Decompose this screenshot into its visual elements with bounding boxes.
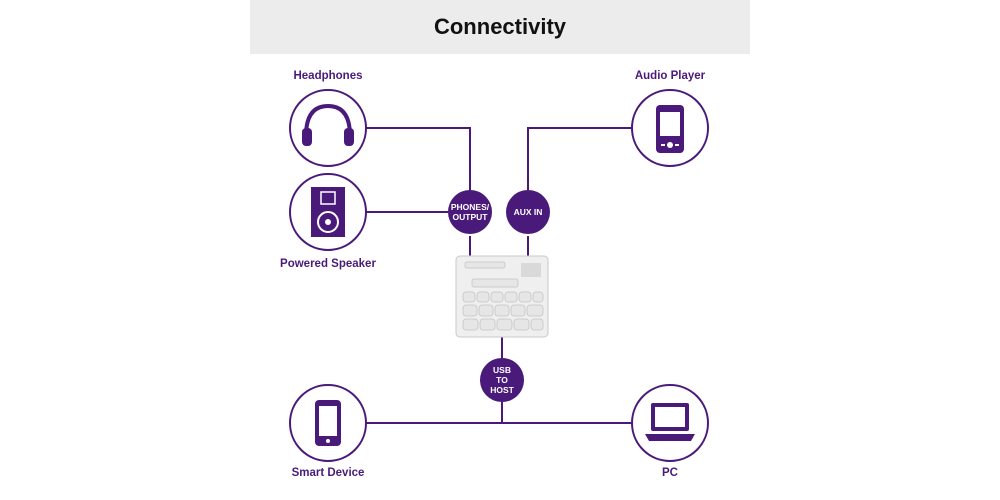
- phones-output-port-badge: PHONES/ OUTPUT: [448, 190, 492, 234]
- headphones-icon: [302, 103, 354, 146]
- laptop-icon: [645, 403, 695, 441]
- line-headphones: [366, 127, 471, 190]
- page-title: Connectivity: [433, 14, 567, 39]
- audio-player-icon: [656, 105, 684, 153]
- smart-device-label: Smart Device: [291, 467, 365, 479]
- title-bar: Connectivity: [250, 0, 750, 54]
- phones-output-label: PHONES/ OUTPUT: [450, 202, 490, 222]
- pc-label: PC: [662, 467, 678, 479]
- powered-speaker-label: Powered Speaker: [280, 258, 376, 270]
- headphones-circle: [289, 89, 367, 167]
- line-audio-player: [527, 127, 632, 190]
- connection-lines: [366, 127, 632, 424]
- keyboard-device: [455, 255, 549, 338]
- aux-in-port-badge: AUX IN: [506, 190, 550, 234]
- headphones-label: Headphones: [293, 70, 363, 82]
- speaker-icon: [311, 187, 345, 237]
- usb-to-host-port-badge: USB TO HOST: [480, 358, 524, 402]
- smartphone-icon: [315, 400, 341, 446]
- aux-in-label: AUX IN: [513, 207, 543, 217]
- audio-player-label: Audio Player: [634, 70, 706, 82]
- usb-to-host-label: USB TO HOST: [490, 365, 514, 395]
